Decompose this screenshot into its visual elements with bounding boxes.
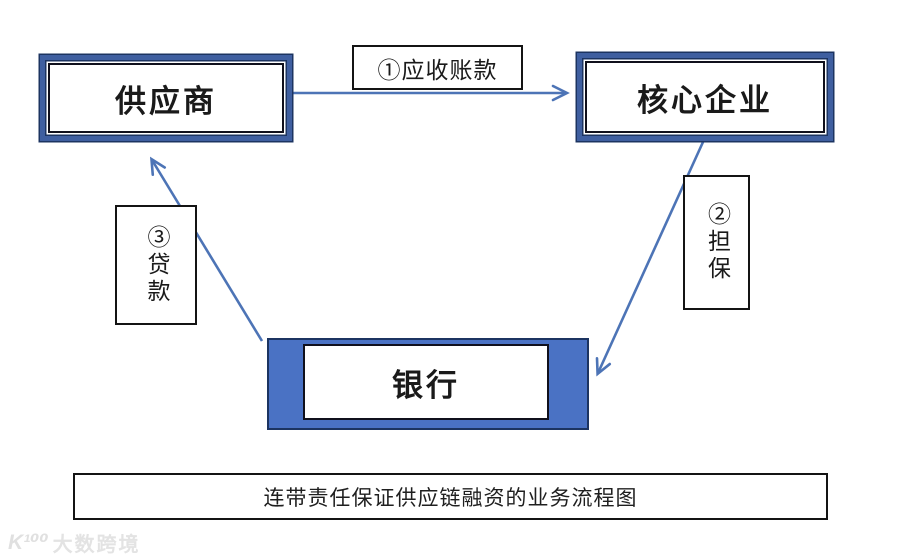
arrow-loan-bank-to-supplier	[149, 156, 264, 342]
edge-label-guarantee: ②担保	[683, 175, 750, 310]
edge-label-receivables: ①应收账款	[352, 45, 523, 90]
node-bank: 银行	[267, 338, 589, 430]
watermark: K¹⁰⁰ 大数跨境	[8, 528, 141, 557]
node-core-enterprise-frame: 核心企业	[585, 61, 825, 133]
watermark-text: 大数跨境	[52, 534, 141, 556]
node-supplier: 供应商	[40, 55, 292, 141]
node-core-enterprise-label: 核心企业	[637, 82, 773, 118]
node-supplier-frame: 供应商	[48, 63, 284, 133]
node-bank-label: 银行	[392, 367, 460, 403]
edge-label-guarantee-text: ②担保	[704, 202, 730, 283]
diagram-caption-text: 连带责任保证供应链融资的业务流程图	[263, 485, 638, 510]
node-supplier-label: 供应商	[115, 83, 217, 119]
edge-label-loan: ③贷款	[115, 205, 197, 325]
edge-label-loan-text: ③贷款	[144, 224, 169, 306]
diagram-caption-box: 连带责任保证供应链融资的业务流程图	[73, 473, 828, 520]
node-bank-frame: 银行	[303, 344, 549, 420]
edge-label-receivables-text: ①应收账款	[377, 57, 498, 83]
watermark-logo-icon: K¹⁰⁰	[8, 531, 49, 554]
node-core-enterprise: 核心企业	[577, 53, 833, 141]
